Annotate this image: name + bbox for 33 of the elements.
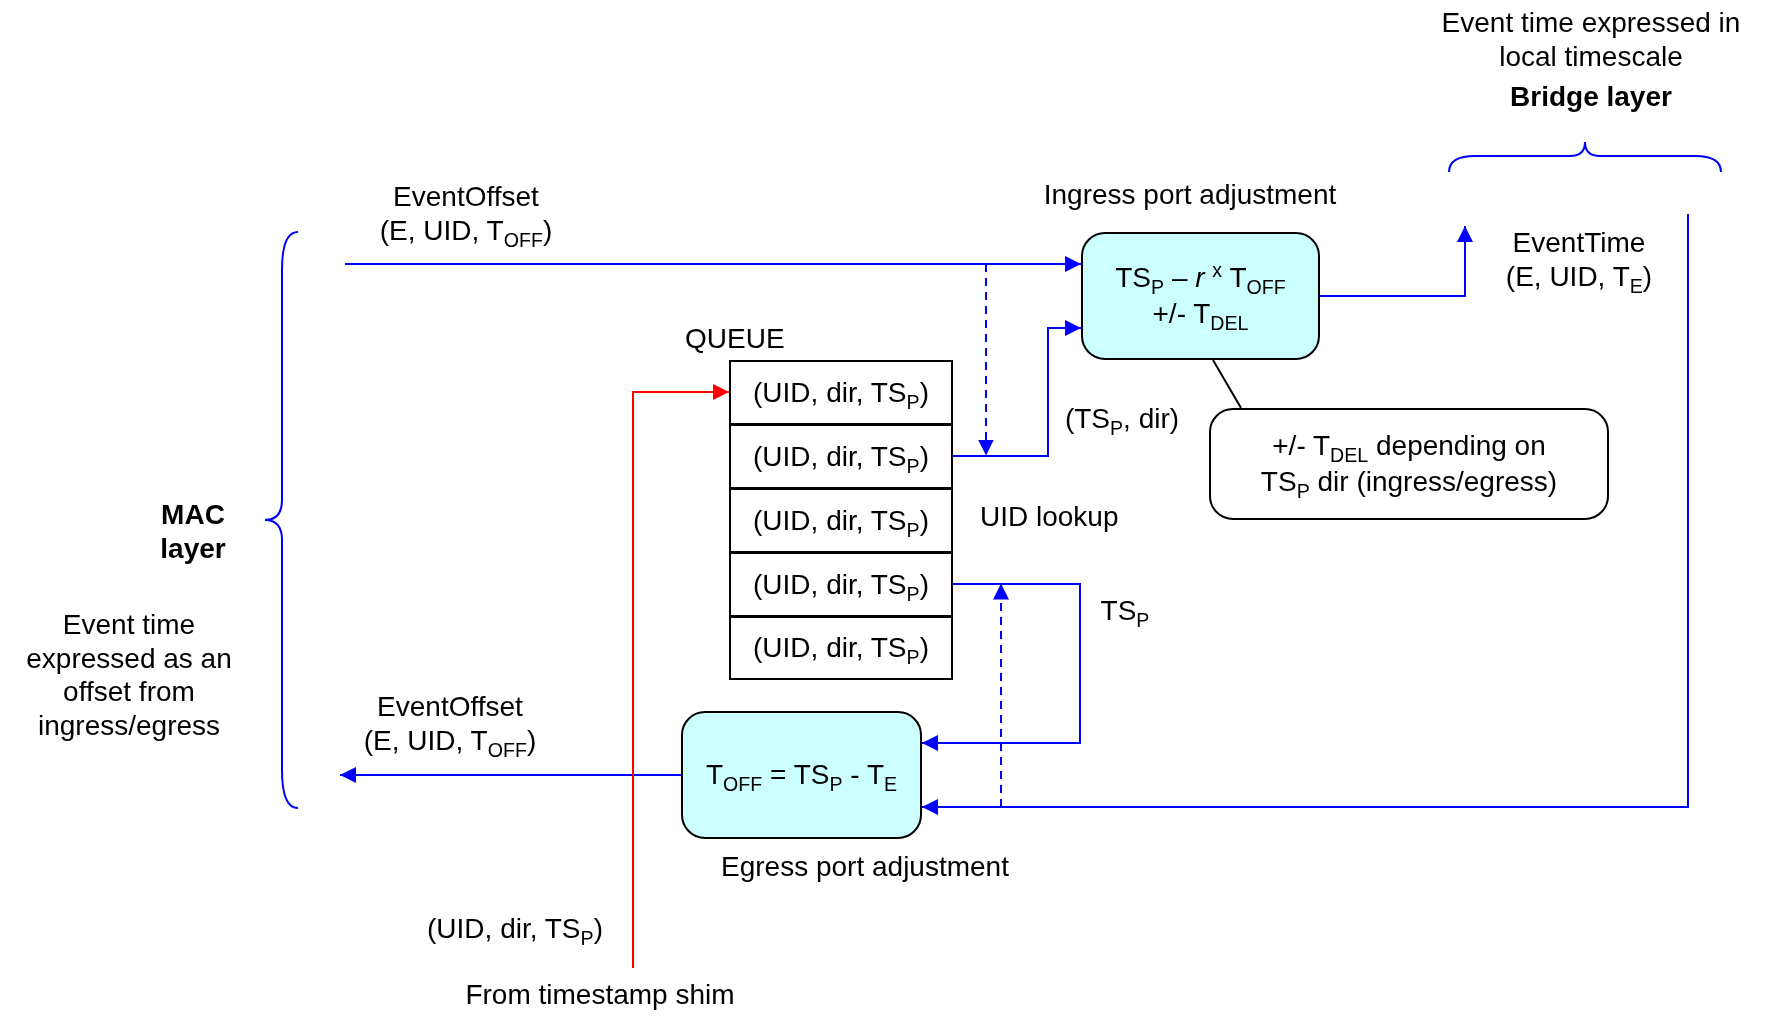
edge-label: EventOffset (E, UID, T$_{OFF}$) (378, 180, 554, 248)
queue-entry-cell: (UID, dir, TS$_{P}$) (729, 424, 953, 489)
dashed-arrow (993, 582, 1009, 808)
annotation-text: From timestamp shim (464, 978, 736, 1012)
arrow (632, 384, 730, 969)
queue-entry-cell: (UID, dir, TS$_{P}$) (729, 552, 953, 617)
edge-label: EventOffset (E, UID, T$_{OFF}$) (362, 690, 538, 758)
layer-title: Bridge layer (1509, 80, 1673, 114)
leader-line (1212, 359, 1242, 409)
annotation-text: Event time expressed as an offset from ingress/egress (25, 608, 233, 743)
arrow (952, 320, 1082, 457)
arrow (344, 256, 1082, 272)
edge-label: (UID, dir, TS$_{P}$) (426, 912, 604, 946)
process-box: TS$_{P}$ – r $^{x}$ T$_{OFF}$ +/- T$_{DEL}$ (1081, 232, 1320, 360)
queue-entry-cell: (UID, dir, TS$_{P}$) (729, 360, 953, 425)
node-caption: Ingress port adjustment (1042, 178, 1338, 212)
queue-entry-cell: (UID, dir, TS$_{P}$) (729, 488, 953, 553)
edge-label: EventTime (E, UID, T$_{E}$) (1504, 226, 1654, 294)
queue-heading: QUEUE (685, 322, 785, 356)
arrow (921, 583, 1081, 751)
edge-label: (TS$_{P}$, dir) (1063, 402, 1181, 436)
arrow (921, 213, 1689, 815)
dashed-arrow (978, 263, 994, 457)
annotation-text: UID lookup (980, 500, 1120, 534)
note-box: +/- T$_{DEL}$ depending on TS$_{P}$ dir (ingress/egress) (1209, 408, 1609, 520)
arrow (1319, 225, 1473, 297)
arrow (339, 767, 682, 783)
layer-title: MAC layer (159, 498, 227, 566)
queue-entry-cell: (UID, dir, TS$_{P}$) (729, 616, 953, 680)
edge-label: TS$_{P}$ (1099, 594, 1151, 628)
node-caption: Egress port adjustment (720, 850, 1010, 884)
annotation-text: Event time expressed in local timescale (1440, 6, 1742, 74)
process-box: T$_{OFF}$ = TS$_{P}$ - T$_{E}$ (681, 711, 922, 839)
